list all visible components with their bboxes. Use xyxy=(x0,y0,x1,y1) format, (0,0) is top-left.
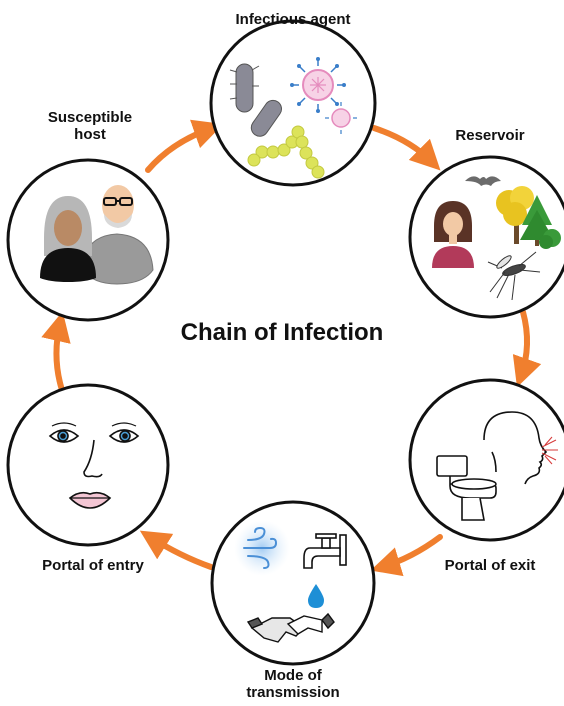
label-line: Reservoir xyxy=(430,127,550,144)
label-reservoir: Reservoir xyxy=(430,127,550,144)
label-infectious-agent: Infectious agent xyxy=(193,11,393,28)
arrow-host-to-agent xyxy=(148,128,212,170)
circle-mode-of-transmission xyxy=(212,502,374,664)
label-line: Portal of exit xyxy=(420,557,560,574)
label-portal-of-exit: Portal of exit xyxy=(420,557,560,574)
diagram-title: Chain of Infection xyxy=(0,319,564,347)
label-line: Portal of entry xyxy=(18,557,168,574)
label-line: host xyxy=(30,126,150,143)
label-line: transmission xyxy=(223,684,363,701)
label-susceptible-host: Susceptible host xyxy=(30,109,150,143)
circle-portal-of-exit xyxy=(410,380,564,540)
label-line: Infectious agent xyxy=(193,11,393,28)
label-line: Mode of xyxy=(223,667,363,684)
arrow-agent-to-reservoir xyxy=(374,128,432,162)
woman-icon xyxy=(432,201,474,268)
label-line: Susceptible xyxy=(30,109,150,126)
label-portal-of-entry: Portal of entry xyxy=(18,557,168,574)
label-mode-of-transmission: Mode of transmission xyxy=(223,667,363,701)
